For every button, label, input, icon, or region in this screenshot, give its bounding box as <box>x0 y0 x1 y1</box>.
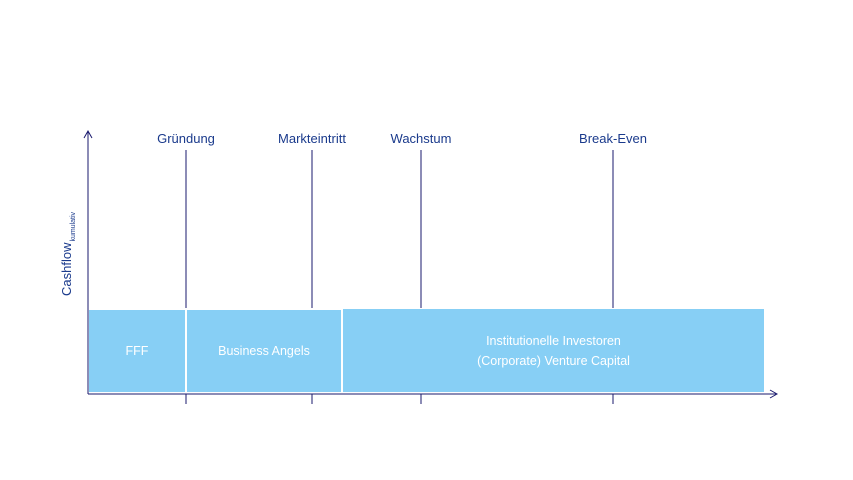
phase-label-gruendung: Gründung <box>157 131 215 146</box>
block-institutional-investors: Institutionelle Investoren (Corporate) V… <box>343 309 764 392</box>
x-axis-arrowhead <box>769 389 779 399</box>
block-institutional-line2: (Corporate) Venture Capital <box>477 353 630 368</box>
block-business-angels: Business Angels <box>187 310 341 392</box>
block-fff-label: FFF <box>125 344 149 358</box>
phase-label-markteintritt: Markteintritt <box>278 131 346 146</box>
y-axis-label: Cashflow <box>59 242 74 296</box>
block-institutional-line1: Institutionelle Investoren <box>486 333 621 348</box>
phase-label-break-even: Break-Even <box>579 131 647 146</box>
y-axis-sublabel: kumulativ <box>70 211 77 242</box>
y-axis-title: Cashflowkumulativ <box>58 211 77 296</box>
block-fff: FFF <box>89 310 185 392</box>
y-axis-arrowhead <box>83 129 93 139</box>
phase-label-wachstum: Wachstum <box>390 131 452 146</box>
block-business-angels-label: Business Angels <box>218 344 310 358</box>
